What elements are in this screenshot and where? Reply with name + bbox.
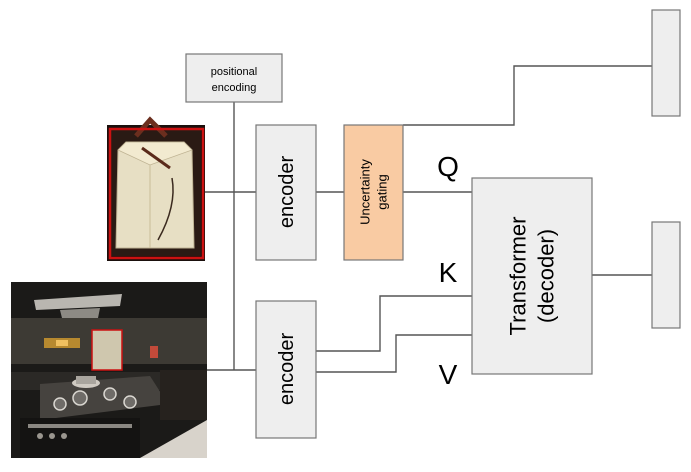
crop-image xyxy=(107,116,205,261)
scene-image xyxy=(11,282,207,458)
connections xyxy=(204,65,652,373)
uncertainty-gating-line1: Uncertainty xyxy=(358,159,373,225)
crop-frame xyxy=(108,127,205,260)
transformer-decoder-box: Transformer (decoder) xyxy=(471,177,593,375)
transformer-line1: Transformer xyxy=(506,217,531,336)
transformer-line2: (decoder) xyxy=(534,229,559,323)
encoder-bottom-box: encoder xyxy=(255,300,317,439)
q-label: Q xyxy=(437,151,459,182)
output-heads xyxy=(651,9,681,329)
uncertainty-gating-line2: gating xyxy=(375,174,390,209)
positional-encoding-line1: positional xyxy=(211,66,257,78)
encoder-top-box: encoder xyxy=(255,124,317,261)
output-head-top xyxy=(651,9,681,117)
encoder-bottom-label: encoder xyxy=(276,333,298,406)
encoder-top-label: encoder xyxy=(276,156,298,229)
positional-encoding-line2: encoding xyxy=(212,82,257,94)
k-wire xyxy=(316,295,472,352)
output-head-bottom xyxy=(651,221,681,329)
gating-to-head-wire xyxy=(403,65,652,126)
v-label: V xyxy=(439,359,458,390)
positional-encoding-box: positional encoding xyxy=(185,53,283,103)
uncertainty-gating-box: Uncertainty gating xyxy=(343,124,404,261)
v-wire xyxy=(316,334,472,373)
k-label: K xyxy=(439,257,458,288)
